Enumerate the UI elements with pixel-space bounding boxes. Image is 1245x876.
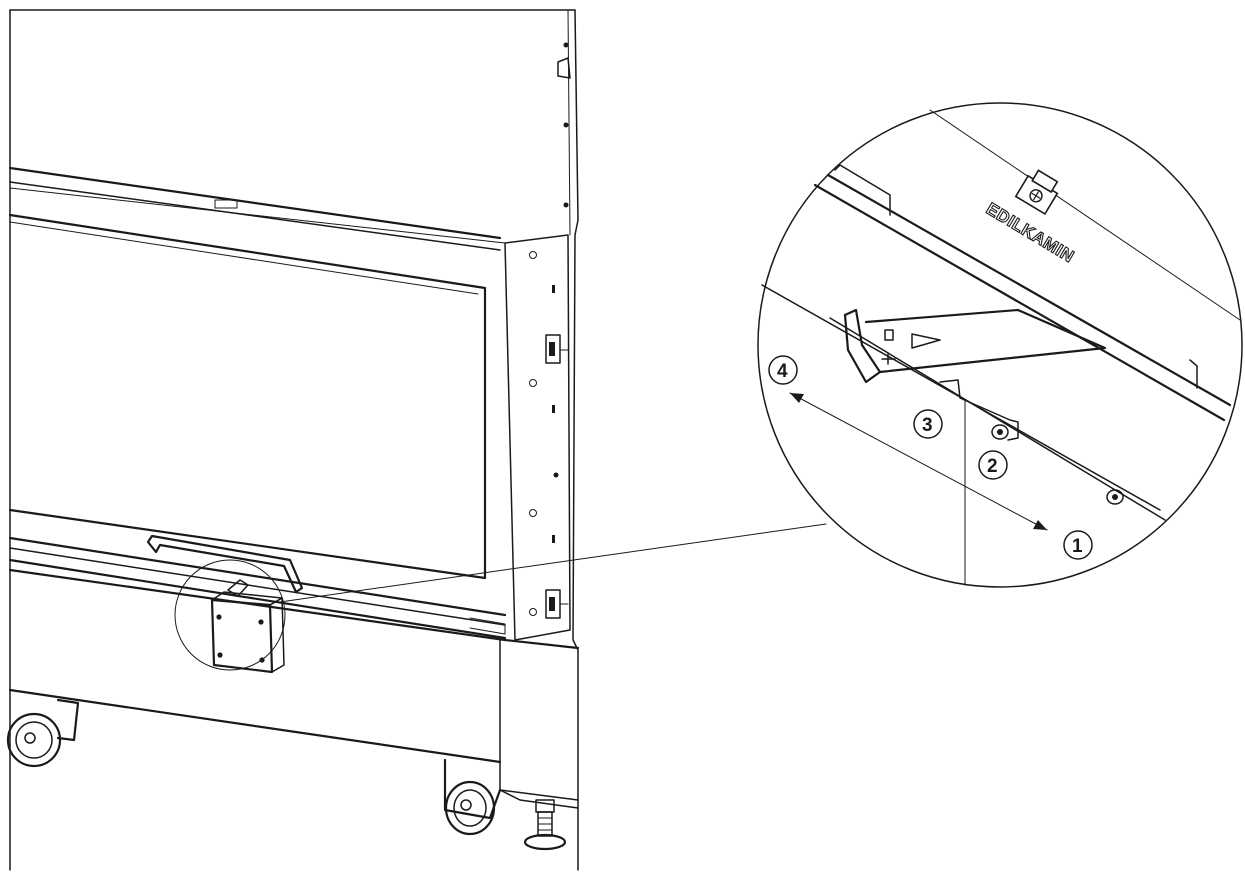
slot <box>552 535 555 543</box>
caster-wheel-right <box>443 758 502 836</box>
frame-right-edge <box>572 9 579 871</box>
detail-roller-1 <box>1106 489 1124 505</box>
door-handle <box>146 534 304 594</box>
screw-dot <box>563 42 569 48</box>
screw-hole <box>529 608 537 616</box>
detail-roller-2 <box>991 424 1009 440</box>
slot <box>552 405 555 413</box>
screw-hole <box>529 251 537 259</box>
edilkamin-flame-logo-icon <box>1014 169 1059 216</box>
rail-end <box>469 617 506 635</box>
detail-latch <box>939 379 1019 441</box>
screw-dot <box>563 122 569 128</box>
detail-panel-edge <box>826 173 1232 407</box>
frame-right-inner <box>567 9 571 236</box>
top-hinge <box>557 57 571 79</box>
callout-4: 4 <box>768 355 798 385</box>
bottom-rail-upper <box>8 536 507 617</box>
callout-1: 1 <box>1063 530 1093 560</box>
leveling-foot <box>523 799 567 851</box>
detail-circle <box>757 102 1243 588</box>
caster-wheel-left <box>6 698 80 768</box>
glass-door-inner <box>9 221 479 295</box>
glass-door-outline <box>8 213 487 580</box>
side-panel <box>504 234 571 641</box>
travel-double-arrow <box>789 392 1048 531</box>
fireplace-body <box>6 9 580 871</box>
zoom-leader-line <box>279 523 827 603</box>
callout-label: 1 <box>1072 536 1083 557</box>
callout-label: 4 <box>777 361 788 382</box>
screw-hole <box>529 379 537 387</box>
brand-wordmark: EDILKAMIN <box>983 199 1078 266</box>
detail-bracket <box>843 308 1107 384</box>
screw-dot <box>553 472 559 478</box>
callout-3: 3 <box>913 409 943 439</box>
base-right-face <box>499 639 579 801</box>
callout-label: 2 <box>987 456 998 477</box>
hood-clip <box>214 199 238 209</box>
callout-2: 2 <box>978 450 1008 480</box>
base-top-edge <box>8 568 580 650</box>
callout-label: 3 <box>922 415 933 436</box>
screw-dot <box>563 202 569 208</box>
base-step <box>499 789 579 809</box>
screw-hole <box>529 509 537 517</box>
door-hinge-lower <box>545 589 569 619</box>
door-hinge-upper <box>545 334 569 364</box>
hood-band-edge <box>9 181 501 251</box>
hood-band-inner <box>9 187 506 244</box>
base-bottom-edge <box>8 688 502 764</box>
bottom-rail-mid <box>9 547 506 626</box>
slot <box>552 285 555 293</box>
bottom-rail-lower <box>8 558 507 640</box>
zoom-source-circle <box>174 559 286 671</box>
hood-lower-edge <box>8 166 502 240</box>
detail-view: EDILKAMIN 4 3 2 1 <box>757 102 1243 588</box>
